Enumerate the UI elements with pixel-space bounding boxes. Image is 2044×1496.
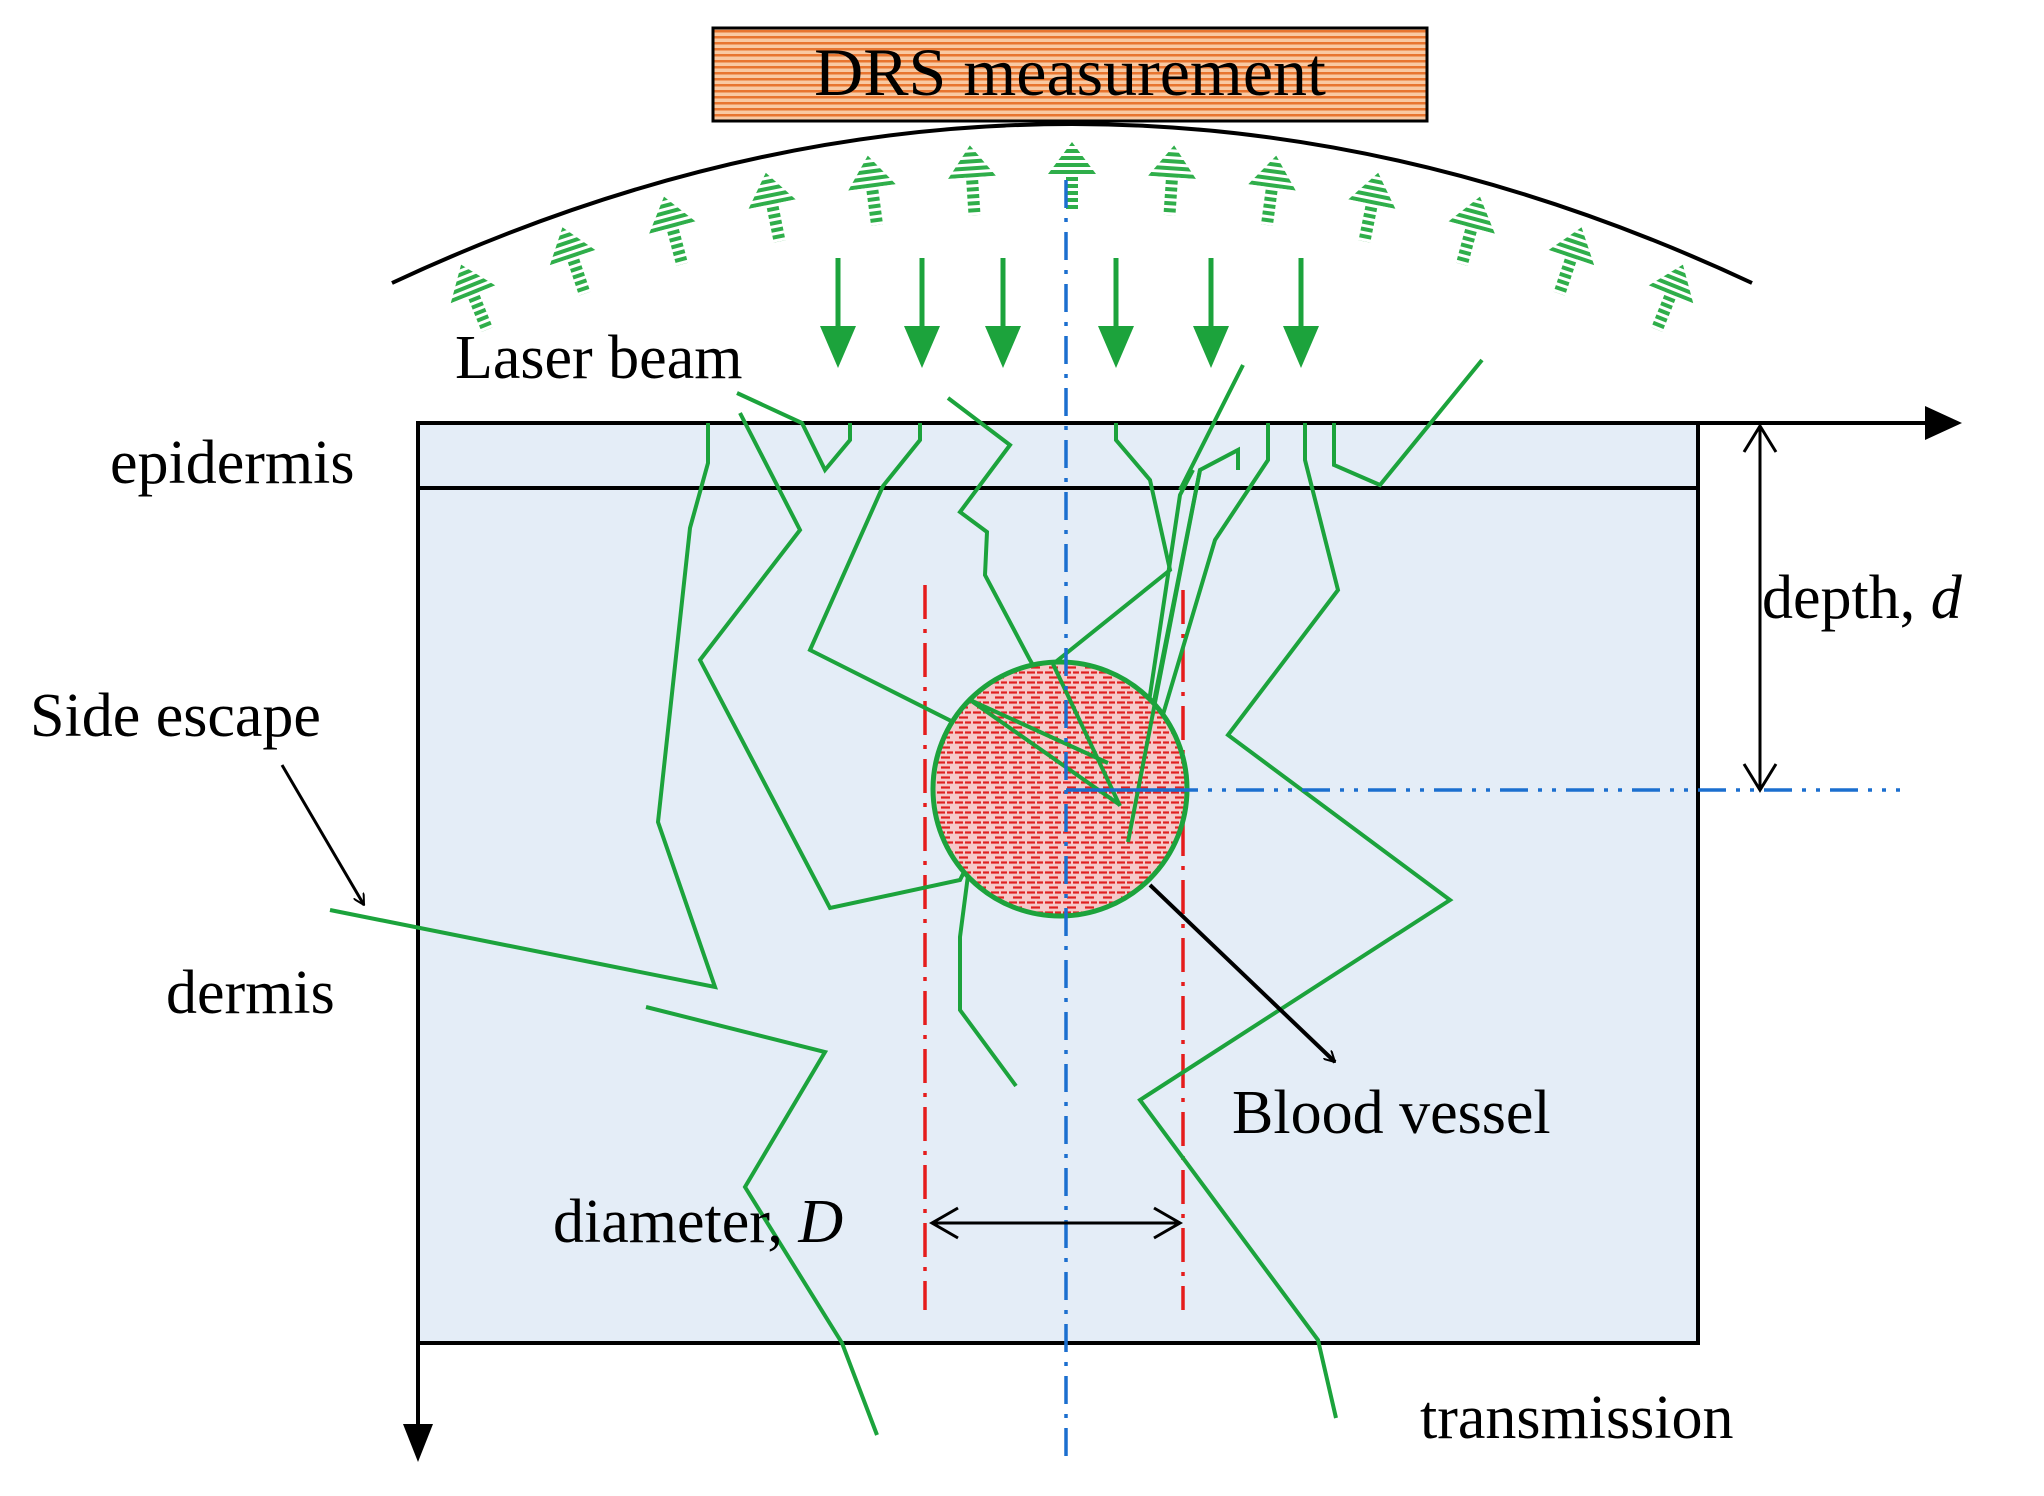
blood-vessel-label: Blood vessel — [1232, 1079, 1551, 1147]
drs-measurement-box: DRS measurement — [711, 26, 1429, 123]
laser-arrow — [1283, 258, 1319, 368]
photon-path — [697, 412, 1018, 1088]
diameter-text: diameter, — [553, 1188, 798, 1256]
reflected-light-arrow — [948, 145, 996, 216]
photon-path — [736, 391, 852, 474]
depth-arrow — [1742, 423, 1778, 793]
x-axis-arrow — [1698, 406, 1962, 440]
reflected-light-arrow — [1648, 264, 1694, 332]
photon-path — [645, 1005, 879, 1436]
laser-arrow — [1193, 258, 1229, 368]
depth-label: depth, d — [1762, 564, 1963, 632]
reflected-light-arrow — [1448, 196, 1495, 266]
photon-path — [1126, 364, 1245, 843]
photon-path — [1332, 358, 1484, 488]
reflected-light-arrow — [649, 196, 696, 266]
reflected-light-arrow — [1348, 172, 1396, 243]
photon-path — [329, 423, 719, 990]
side-escape-pointer — [280, 764, 366, 905]
photon-paths-over-vessel — [968, 469, 1202, 843]
photon-path — [968, 698, 1122, 807]
reflected-light-arrow — [549, 227, 596, 296]
depth-symbol: d — [1931, 564, 1963, 632]
laser-beam-label: Laser beam — [455, 324, 742, 392]
reflected-light-arrow — [748, 172, 796, 243]
epidermis-label: epidermis — [110, 429, 355, 497]
photon-path — [1051, 423, 1173, 666]
vessel-center-lines — [1064, 180, 1900, 1465]
diameter-label: diameter, D — [553, 1188, 843, 1256]
laser-arrow — [1098, 258, 1134, 368]
reflected-light-arrow — [450, 264, 496, 332]
diameter-arrow — [928, 1206, 1184, 1240]
reflected-light-arrow — [848, 155, 896, 226]
transmission-label: transmission — [1420, 1384, 1733, 1452]
reflected-light-arrow — [1148, 145, 1196, 216]
laser-arrow — [985, 258, 1021, 368]
photon-path — [946, 396, 1118, 808]
photon-path — [807, 423, 1121, 808]
photon-path — [1051, 663, 1122, 807]
side-escape-label: Side escape — [30, 682, 321, 750]
photon-path — [1137, 423, 1454, 1419]
reflected-light-arrow — [1048, 142, 1096, 212]
laser-arrow — [820, 258, 856, 368]
laser-beam-arrows — [820, 258, 1319, 368]
blood-vessel-pointer — [1148, 883, 1335, 1064]
photon-path — [1126, 469, 1202, 843]
diameter-symbol: D — [797, 1188, 843, 1256]
collection-arc — [391, 122, 1753, 285]
depth-text: depth, — [1762, 564, 1931, 632]
drs-measurement-title: DRS measurement — [814, 34, 1326, 110]
reflected-light-arrow — [1548, 227, 1595, 296]
laser-arrow — [904, 258, 940, 368]
y-axis-arrow — [403, 1343, 433, 1462]
reflected-light-arrow — [1248, 155, 1296, 226]
dermis-label: dermis — [166, 959, 335, 1027]
reflected-light-arrows — [450, 142, 1694, 332]
